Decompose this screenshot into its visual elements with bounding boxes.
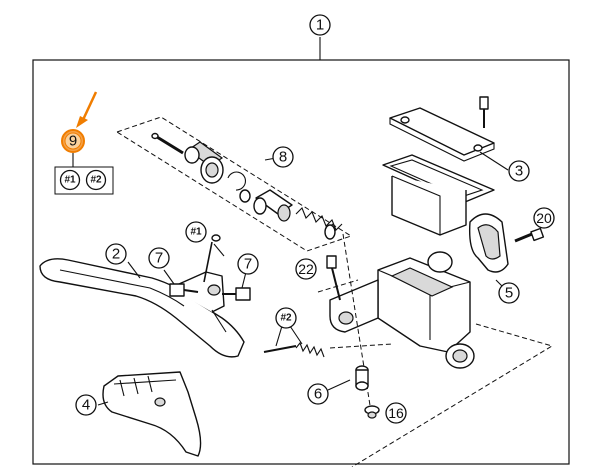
clamp-leader (495, 279, 503, 287)
variant-legend: #1 #2 (54, 166, 114, 195)
callout-clamp-label: 5 (505, 285, 513, 302)
lever-pin-group[interactable]: #1 (185, 221, 225, 283)
lever-pin-tag: #1 (190, 227, 202, 238)
lever-leader (127, 261, 141, 279)
callout-bolt-22-label: 22 (298, 261, 314, 277)
bolt-16-group[interactable]: 16 (364, 402, 407, 424)
bushing-leader (327, 379, 351, 391)
callout-screw-7b-label: 7 (244, 256, 252, 273)
push-rod-group[interactable]: #2 (263, 307, 325, 358)
callout-lever-label: 2 (112, 246, 120, 263)
selected-part-marker[interactable]: 9 (61, 91, 98, 167)
callout-guard-label: 4 (82, 397, 90, 414)
guard-leader (97, 401, 109, 406)
callout-assembly-label: 1 (316, 17, 324, 34)
cover-leader (479, 151, 509, 171)
master-cylinder-body (329, 251, 475, 369)
push-rod-leader-b (289, 325, 303, 345)
highlight-arrow-icon (76, 116, 88, 128)
screw-7b-group[interactable]: 7 (222, 253, 259, 301)
screw-7a-leader (163, 269, 175, 285)
push-rod-tag: #2 (280, 313, 292, 324)
reservoir-cover-group[interactable]: 3 (382, 96, 530, 236)
highlight-arrow-shaft (80, 91, 98, 123)
brake-lever-group[interactable]: 2 (39, 243, 245, 358)
callout-selected-label: 9 (69, 133, 77, 150)
callout-piston-kit-label: 8 (279, 149, 287, 166)
push-rod-leader-a (275, 325, 283, 347)
callout-cover-label: 3 (515, 163, 523, 180)
callout-bolt-20-label: 20 (536, 210, 552, 226)
cylinder-axis-dashes (317, 233, 554, 467)
callout-screw-7a-label: 7 (155, 250, 163, 267)
bushing-group[interactable]: 6 (307, 365, 369, 405)
lever-guard-group[interactable]: 4 (75, 371, 202, 457)
callout-bushing-label: 6 (314, 386, 322, 403)
screw-7b-leader (241, 271, 247, 289)
piston-kit-group[interactable]: 8 (115, 116, 353, 252)
screw-7a-group[interactable]: 7 (148, 247, 199, 297)
callout-assembly[interactable]: 1 (309, 14, 331, 36)
legend-variant-2: #2 (90, 175, 102, 186)
callout-bolt-16-label: 16 (388, 405, 404, 421)
piston-spring (295, 207, 343, 240)
bolt-20-group[interactable]: 20 (514, 207, 555, 243)
bolt-22-group[interactable]: 22 (295, 255, 341, 301)
handlebar-clamp-group[interactable]: 5 (468, 213, 520, 304)
legend-variant-1: #1 (64, 175, 76, 186)
diagram-frame (32, 59, 570, 465)
